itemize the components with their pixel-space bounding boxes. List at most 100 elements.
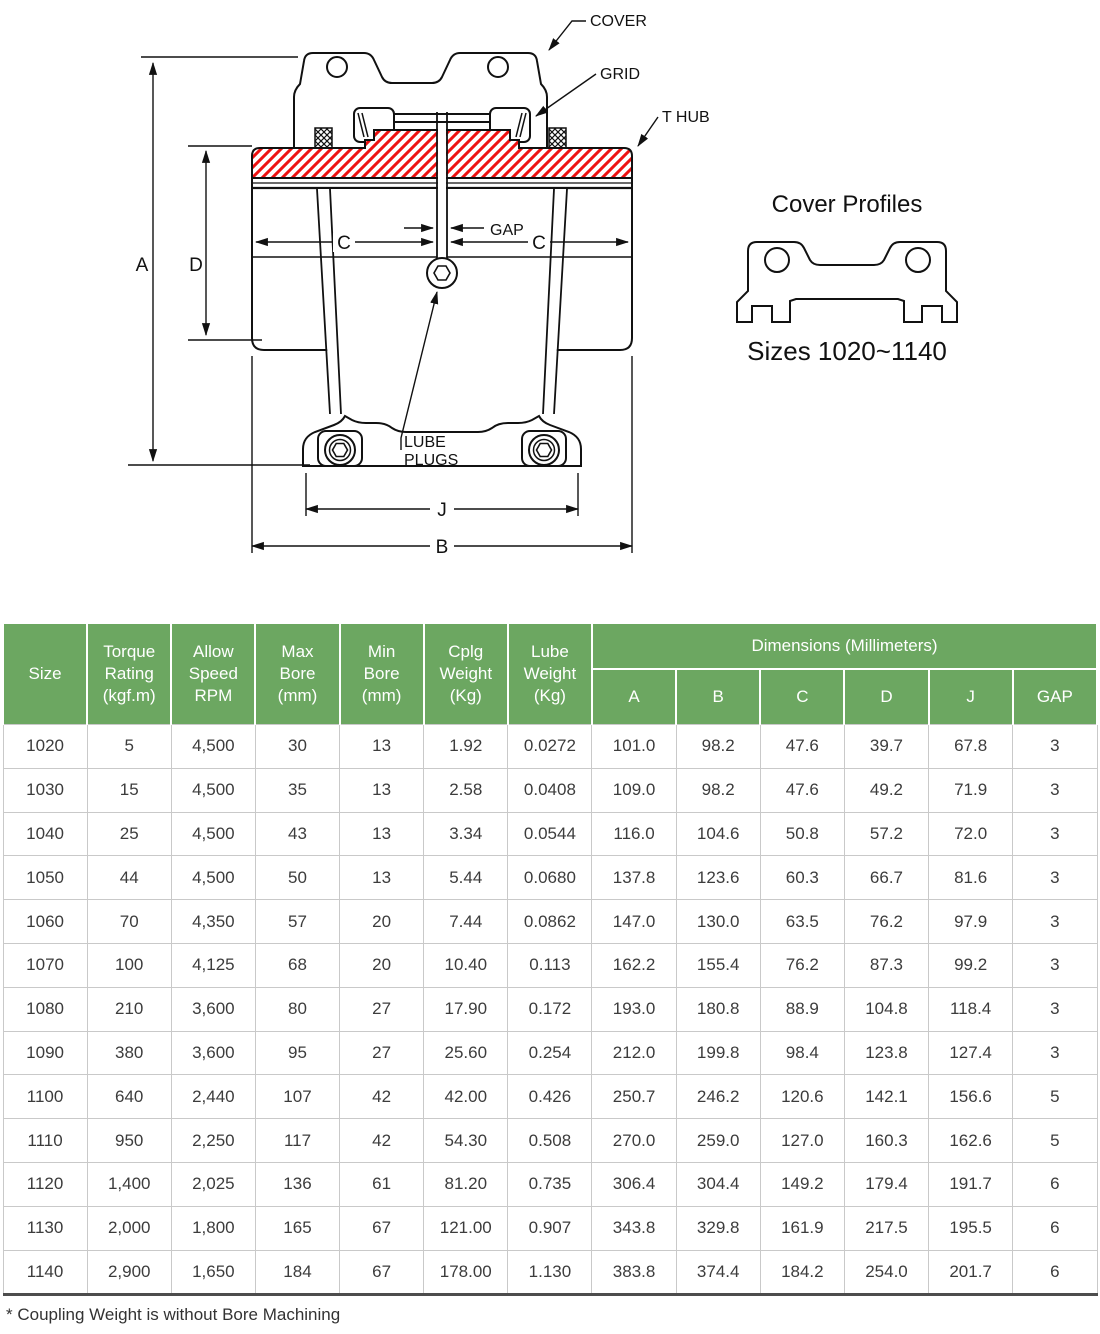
cell-size: 1070: [2, 942, 88, 988]
cell-dim_a: 109.0: [591, 767, 677, 813]
cell-dim_a: 116.0: [591, 811, 677, 857]
cell-allow_speed_rpm: 4,500: [170, 724, 256, 769]
cell-dim_c: 63.5: [759, 899, 845, 944]
cell-dim_j: 71.9: [928, 767, 1014, 813]
cell-gap: 3: [1012, 899, 1098, 944]
cell-dim_d: 104.8: [843, 986, 930, 1032]
cell-dim_b: 304.4: [675, 1161, 761, 1207]
cell-dim_d: 179.4: [843, 1161, 930, 1207]
cell-allow_speed_rpm: 4,500: [170, 855, 256, 901]
col-header-dim-a: A: [590, 668, 678, 725]
cell-min_bore: 13: [339, 767, 425, 813]
cell-dim_d: 57.2: [843, 811, 930, 857]
cell-min_bore: 42: [339, 1074, 425, 1120]
cell-size: 1040: [2, 811, 88, 857]
cover-profiles-title: Cover Profiles: [772, 191, 923, 218]
cell-min_bore: 13: [339, 724, 425, 769]
cover-bolt-hole: [326, 56, 348, 78]
cell-dim_c: 184.2: [759, 1249, 845, 1297]
cell-max_bore: 80: [254, 986, 341, 1032]
cell-dim_c: 47.6: [759, 724, 845, 769]
cell-gap: 3: [1012, 942, 1098, 988]
label-dim-c-right: C: [532, 233, 546, 254]
cell-dim_a: 306.4: [591, 1161, 677, 1207]
dim-d: [188, 145, 262, 341]
cell-lube_weight: 0.735: [507, 1161, 593, 1207]
cell-min_bore: 67: [339, 1249, 425, 1297]
dim-a: [128, 56, 310, 466]
cell-size: 1130: [2, 1205, 88, 1251]
cell-gap: 3: [1012, 855, 1098, 901]
cell-allow_speed_rpm: 4,125: [170, 942, 256, 988]
label-t-hub: T HUB: [662, 109, 710, 126]
cell-size: 1140: [2, 1249, 88, 1297]
cell-lube_weight: 1.130: [507, 1249, 593, 1297]
cell-allow_speed_rpm: 4,500: [170, 811, 256, 857]
cell-lube_weight: 0.0544: [507, 811, 593, 857]
dim-letter-backings: [333, 233, 550, 556]
cell-lube_weight: 0.0862: [507, 899, 593, 944]
cell-dim_a: 147.0: [591, 899, 677, 944]
col-header-gap: GAP: [1011, 668, 1099, 725]
cell-max_bore: 165: [254, 1205, 341, 1251]
coupling-technical-drawing: COVER GRID T HUB GAP C C A D LUBE PLUGS …: [128, 13, 958, 558]
cell-torque_rating: 950: [86, 1118, 172, 1163]
lube-plug-bolt: [324, 434, 356, 466]
leader-cover: [548, 20, 586, 51]
cell-dim_j: 99.2: [928, 942, 1014, 988]
cell-size: 1080: [2, 986, 88, 1032]
cell-dim_d: 76.2: [843, 899, 930, 944]
cell-min_bore: 67: [339, 1205, 425, 1251]
cell-lube_weight: 0.254: [507, 1030, 593, 1076]
cell-allow_speed_rpm: 3,600: [170, 1030, 256, 1076]
cell-dim_a: 250.7: [591, 1074, 677, 1120]
cell-dim_j: 191.7: [928, 1161, 1014, 1207]
cell-dim_b: 329.8: [675, 1205, 761, 1251]
label-dim-c-left: C: [337, 233, 351, 254]
cell-lube_weight: 0.508: [507, 1118, 593, 1163]
cell-dim_d: 217.5: [843, 1205, 930, 1251]
cell-max_bore: 30: [254, 724, 341, 769]
cell-gap: 5: [1012, 1074, 1098, 1120]
cell-cplg_weight: 1.92: [423, 724, 509, 769]
cell-torque_rating: 70: [86, 899, 172, 944]
cell-dim_j: 97.9: [928, 899, 1014, 944]
label-gap: GAP: [490, 222, 524, 239]
cell-dim_c: 76.2: [759, 942, 845, 988]
cell-lube_weight: 0.426: [507, 1074, 593, 1120]
cell-dim_a: 383.8: [591, 1249, 677, 1297]
cell-max_bore: 117: [254, 1118, 341, 1163]
lower-cover-flange: [302, 414, 582, 467]
cell-cplg_weight: 7.44: [423, 899, 509, 944]
cell-dim_j: 156.6: [928, 1074, 1014, 1120]
cell-dim_c: 120.6: [759, 1074, 845, 1120]
cell-max_bore: 57: [254, 899, 341, 944]
col-header-dimensions-group: Dimensions (Millimeters): [590, 622, 1099, 669]
cell-gap: 6: [1012, 1161, 1098, 1207]
cell-max_bore: 107: [254, 1074, 341, 1120]
cell-size: 1020: [2, 724, 88, 769]
cell-dim_j: 118.4: [928, 986, 1014, 1032]
cell-dim_c: 161.9: [759, 1205, 845, 1251]
col-header-size: Size: [1, 622, 89, 725]
cell-dim_j: 127.4: [928, 1030, 1014, 1076]
cell-gap: 3: [1012, 724, 1098, 769]
cell-torque_rating: 5: [86, 724, 172, 769]
col-header-torque: Torque Rating (kgf.m): [86, 622, 173, 725]
cell-min_bore: 27: [339, 1030, 425, 1076]
cell-gap: 5: [1012, 1118, 1098, 1163]
col-header-dim-c: C: [759, 668, 846, 725]
cell-dim_a: 101.0: [591, 724, 677, 769]
cell-cplg_weight: 81.20: [423, 1161, 509, 1207]
cell-dim_b: 180.8: [675, 986, 761, 1032]
cell-lube_weight: 0.0408: [507, 767, 593, 813]
cell-lube_weight: 0.113: [507, 942, 593, 988]
